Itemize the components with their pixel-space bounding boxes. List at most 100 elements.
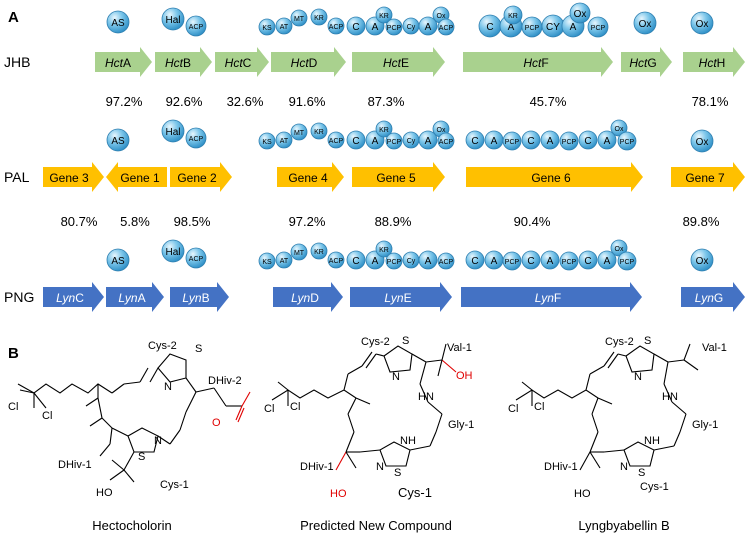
domain-hal-label: Hal bbox=[165, 15, 180, 26]
identity-value: 32.6% bbox=[227, 94, 264, 109]
domain-c-label: C bbox=[352, 136, 359, 147]
domain-hal-label: Hal bbox=[165, 127, 180, 138]
domain-pcp-label: PCP bbox=[505, 139, 520, 146]
domain-pcp-label: PCP bbox=[620, 259, 635, 266]
domain-pcp bbox=[617, 251, 637, 271]
label-dhiv-2: DHiv-2 bbox=[208, 375, 242, 387]
label-cl: Cl bbox=[534, 401, 544, 413]
label-cl: Cl bbox=[264, 403, 274, 415]
identity-value: 89.8% bbox=[683, 214, 720, 229]
panel-a-label: A bbox=[8, 9, 19, 26]
domain-mt bbox=[290, 9, 308, 27]
label-nh: HN bbox=[662, 391, 678, 403]
domain-a-label: A bbox=[547, 136, 554, 147]
domain-ox-label: Ox bbox=[615, 246, 624, 253]
domain-kr-label: KR bbox=[379, 13, 389, 20]
domain-at-label: AT bbox=[280, 24, 289, 31]
identity-value: 80.7% bbox=[61, 214, 98, 229]
domain-kr bbox=[375, 120, 393, 138]
domain-at-label: AT bbox=[280, 138, 289, 145]
domain-at bbox=[275, 17, 293, 35]
gene-label-hctc: HctC bbox=[225, 56, 252, 70]
structure-hectocholorin: Cys-2 S DHiv-2 N O Cl Cl N S DHiv-1 HO C… bbox=[8, 340, 251, 533]
gene-arrow-gene-2 bbox=[170, 162, 232, 192]
label-s: S bbox=[138, 451, 145, 463]
domain-a-label: A bbox=[570, 22, 577, 33]
domain-ox-label: Ox bbox=[574, 9, 587, 20]
label-cl: Cl bbox=[508, 403, 518, 415]
label-cl: Cl bbox=[8, 401, 18, 413]
label-s: S bbox=[644, 335, 651, 347]
domain-c-label: C bbox=[471, 256, 478, 267]
domain-ox-label: Ox bbox=[639, 19, 652, 30]
domain-acp-label: ACP bbox=[189, 256, 204, 263]
label-dhiv-1: DHiv-1 bbox=[544, 461, 578, 473]
domain-kr bbox=[310, 8, 328, 26]
domain-kr-label: KR bbox=[508, 13, 518, 20]
identity-value: 97.2% bbox=[289, 214, 326, 229]
label-n: N bbox=[154, 435, 162, 447]
label-n: N bbox=[376, 461, 384, 473]
domain-kr bbox=[310, 242, 328, 260]
label-cys-1: Cys-1 bbox=[398, 485, 432, 500]
gene-arrow-hctf bbox=[463, 47, 613, 77]
label-nh: NH bbox=[644, 435, 660, 447]
identity-value: 87.3% bbox=[368, 94, 405, 109]
identity-value: 90.4% bbox=[514, 214, 551, 229]
domain-c-label: C bbox=[584, 136, 591, 147]
gene-arrow-gene-1 bbox=[106, 162, 167, 192]
domain-pcp bbox=[587, 16, 609, 38]
domain-c bbox=[346, 250, 366, 270]
domain-a-label: A bbox=[547, 256, 554, 267]
gene-arrow-lync bbox=[43, 282, 104, 312]
label-cys-2: Cys-2 bbox=[605, 336, 634, 348]
domain-ox bbox=[690, 129, 714, 153]
domain-kr-label: KR bbox=[379, 127, 389, 134]
domain-mt-label: MT bbox=[294, 16, 305, 23]
gene-label-hctb: HctB bbox=[165, 56, 191, 70]
domain-pcp-label: PCP bbox=[562, 139, 577, 146]
gene-arrow-hcth bbox=[683, 47, 745, 77]
gene-label-gene-1: Gene 1 bbox=[120, 171, 160, 185]
domain-as-label: AS bbox=[111, 18, 125, 29]
gene-arrow-gene-7 bbox=[671, 162, 745, 192]
domain-a bbox=[418, 16, 438, 36]
domain-ox bbox=[690, 248, 714, 272]
label-cys-2: Cys-2 bbox=[361, 336, 390, 348]
domain-mt-label: MT bbox=[294, 250, 305, 257]
jhb-gene-track: HctA HctB HctC HctD HctE HctF HctG HctH bbox=[95, 47, 745, 77]
domain-pcp-label: PCP bbox=[591, 25, 606, 32]
compound-name-lyngbyabellin-b: Lyngbyabellin B bbox=[578, 518, 669, 533]
gene-arrow-hcta bbox=[95, 47, 152, 77]
domain-a-label: A bbox=[372, 256, 379, 267]
domain-a bbox=[418, 250, 438, 270]
label-cys-2: Cys-2 bbox=[148, 340, 177, 352]
pal-gene-track: Gene 3 Gene 1 Gene 2 Gene 4 Gene 5 Gene … bbox=[43, 162, 745, 192]
domain-acp bbox=[327, 131, 345, 149]
domain-ox bbox=[633, 11, 657, 35]
domain-kr-label: KR bbox=[314, 129, 324, 136]
domain-ks bbox=[258, 252, 276, 270]
label-ho: HO bbox=[330, 488, 347, 500]
domain-acp-label: ACP bbox=[439, 139, 454, 146]
domain-a-label: A bbox=[372, 136, 379, 147]
domain-as bbox=[106, 128, 130, 152]
gene-label-lync: LynC bbox=[56, 291, 84, 305]
label-ho: HO bbox=[574, 488, 591, 500]
gene-label-gene-6: Gene 6 bbox=[531, 171, 571, 185]
gene-arrow-hctb bbox=[155, 47, 212, 77]
domain-c bbox=[346, 16, 366, 36]
domain-kr-label: KR bbox=[314, 15, 324, 22]
structure-lyngbyabellin-b: Cys-2 S Val-1 N HN Gly-1 Cl Cl NH N S DH… bbox=[508, 335, 727, 533]
domain-pcp bbox=[502, 251, 522, 271]
domain-c-label: C bbox=[486, 22, 493, 33]
gene-label-hctd: HctD bbox=[291, 56, 318, 70]
gene-label-hctf: HctF bbox=[523, 56, 548, 70]
gene-arrow-lynf bbox=[461, 282, 642, 312]
domain-ks bbox=[258, 132, 276, 150]
domain-pcp bbox=[385, 132, 403, 150]
label-s: S bbox=[195, 343, 202, 355]
domain-a-label: A bbox=[604, 256, 611, 267]
domain-ox-label: Ox bbox=[437, 13, 446, 20]
